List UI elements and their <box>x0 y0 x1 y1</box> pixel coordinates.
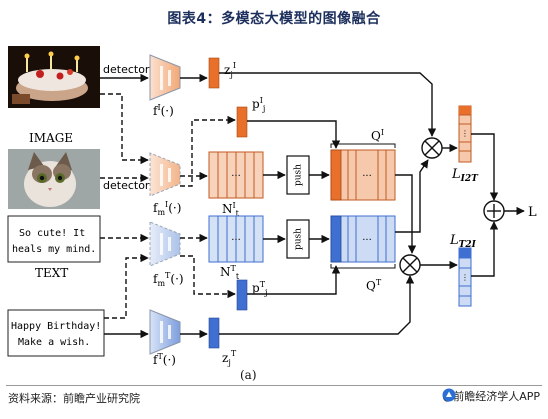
image-momentum-encoder <box>149 152 181 197</box>
fm-text-label: fmT(·) <box>153 271 184 288</box>
z-image-token <box>208 57 220 89</box>
loss-t2i-dots: ⋮ <box>461 273 469 282</box>
z-text-token <box>208 317 220 349</box>
text-label: TEXT <box>35 266 68 280</box>
z-image-label: zjI <box>224 61 236 79</box>
detector-label-top: detector <box>103 63 150 76</box>
figure-title: 图表4：多模态大模型的图像融合 <box>167 11 381 27</box>
footer-divider <box>6 385 542 386</box>
text-box-2-line-2: Make a wish. <box>18 337 90 348</box>
p-image-token <box>236 106 248 138</box>
cat-image <box>8 149 100 209</box>
image-label: IMAGE <box>29 131 73 145</box>
n-text-label: NTt <box>220 264 240 281</box>
q-image-label: QI <box>371 128 384 143</box>
figure-caption: (a) <box>240 368 257 382</box>
text-encoder-bottom <box>149 309 181 355</box>
f-text-label: fT(·) <box>153 352 176 367</box>
p-image-label: pIj <box>252 96 265 113</box>
push-label-bottom: push <box>294 228 304 250</box>
brand-credit: @前瞻经济学人APP <box>442 388 540 404</box>
text-queue-n <box>208 215 264 263</box>
q-text-label: QT <box>366 278 382 293</box>
detector-label-mid: detector <box>103 179 150 192</box>
q-text-dots: ··· <box>362 235 372 246</box>
p-text-label: pTj <box>252 280 268 297</box>
multiply-node-bottom <box>399 254 421 276</box>
input-arrows <box>100 73 149 339</box>
text-momentum-encoder <box>149 221 181 267</box>
text-box-2-line-1: Happy Birthday! <box>11 321 101 332</box>
text-box-1-line-1: So cute! It <box>19 228 85 239</box>
source-note: 资料来源：前瞻产业研究院 <box>8 392 140 405</box>
loss-t2i-vector <box>458 247 472 307</box>
text-queue-q <box>330 215 396 269</box>
text-box-2: Happy Birthday! Make a wish. <box>7 309 105 357</box>
f-image-label: fI(·) <box>153 103 174 118</box>
z-text-label: zjT <box>222 349 237 367</box>
image-encoder-top <box>149 54 181 101</box>
fm-image-label: fmI(·) <box>153 200 181 217</box>
loss-i2t-label: LI2T <box>451 167 479 184</box>
n-image-label: NIt <box>222 201 240 218</box>
push-label-top: push <box>294 164 304 186</box>
q-image-dots: ··· <box>362 171 372 182</box>
multiply-node-top <box>421 137 443 159</box>
brand-text: @前瞻经济学人APP <box>442 390 540 403</box>
text-box-1-line-2: heals my mind. <box>12 244 96 255</box>
text-box-1: So cute! It heals my mind. <box>7 215 101 263</box>
n-text-dots: ··· <box>231 235 241 246</box>
loss-t2i-label: LT2I <box>449 233 477 250</box>
total-loss-label: L <box>528 205 537 220</box>
p-text-token <box>236 279 248 311</box>
sum-node <box>483 200 505 222</box>
cake-image <box>8 46 100 108</box>
loss-i2t-dots: ⋮ <box>461 129 469 138</box>
n-image-dots: ··· <box>231 171 241 182</box>
brand-logo-icon <box>442 388 456 402</box>
